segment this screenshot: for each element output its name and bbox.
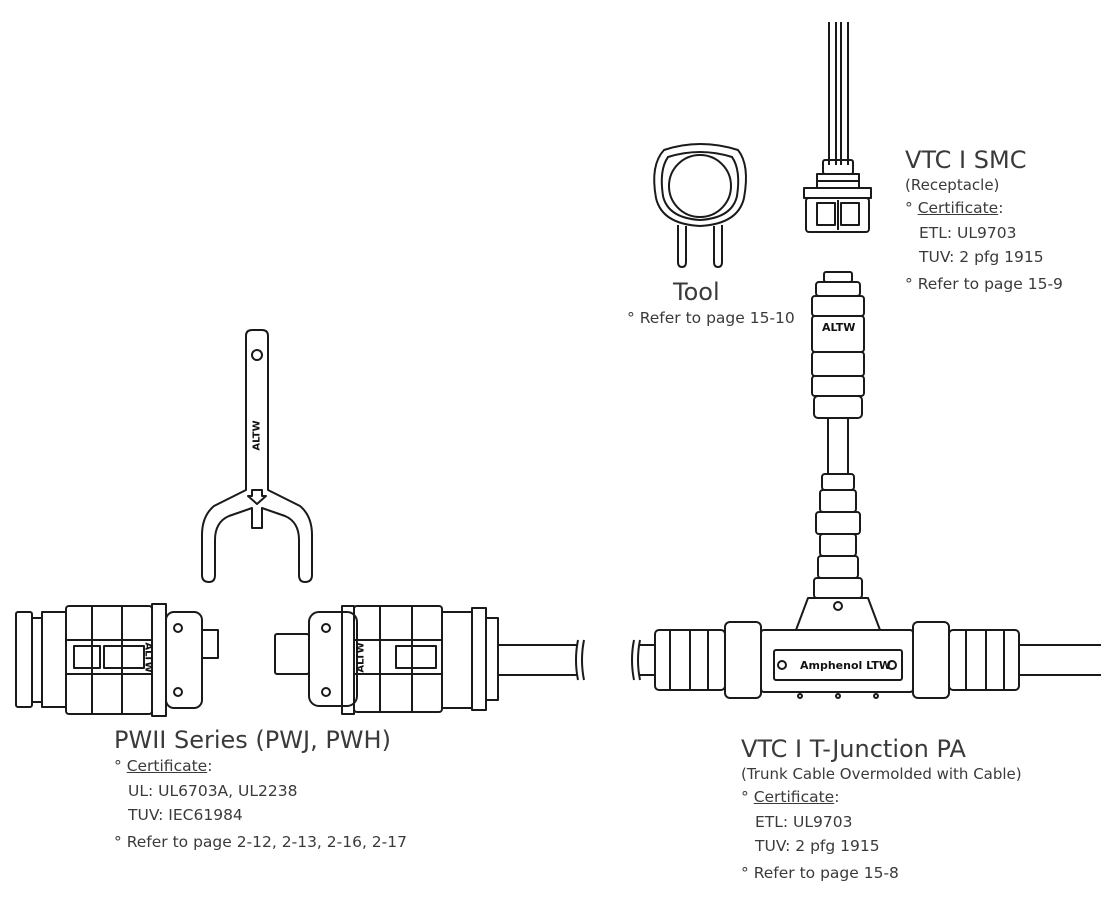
tjunction-cert-tuv: TUV: 2 pfg 1915 <box>755 837 880 855</box>
tjunction-certificate-label: Certificate <box>753 788 835 806</box>
smc-cert-etl: ETL: UL9703 <box>919 223 1017 242</box>
tjunction-certificate-line: ° Certificate: <box>741 788 840 806</box>
pwii-ref: Refer to page 2-12, 2-13, 2-16, 2-17 <box>126 832 407 851</box>
pwii-cert-tuv: TUV: IEC61984 <box>128 806 243 824</box>
smc-ref-line: ° Refer to page 15-9 <box>905 272 1063 297</box>
t-junction-drawing <box>631 271 1101 699</box>
tjunction-ref: Refer to page 15-8 <box>753 863 899 882</box>
bullet: ° <box>905 274 913 293</box>
smc-title: VTC I SMC <box>905 146 1027 174</box>
tjunction-subtitle: (Trunk Cable Overmolded with Cable) <box>741 765 1022 783</box>
amphenol-marking: Amphenol LTW <box>800 659 891 672</box>
smc-certificate-label: Certificate <box>917 199 999 217</box>
pwii-ref-line: ° Refer to page 2-12, 2-13, 2-16, 2-17 <box>114 830 407 855</box>
bullet: ° <box>741 788 749 806</box>
tool-ref-line: ° Refer to page 15-10 <box>627 306 795 331</box>
bullet: ° <box>627 309 635 327</box>
tjunction-cert-etl: ETL: UL9703 <box>755 812 853 831</box>
smc-receptacle-drawing <box>803 22 872 233</box>
spanner-altw-marking: ALTW <box>251 420 263 451</box>
smc-ref: Refer to page 15-9 <box>917 274 1063 293</box>
pwii-right-altw-marking: ALTW <box>355 642 367 673</box>
bullet: ° <box>114 757 122 775</box>
pwii-right-connector-drawing <box>274 605 585 715</box>
bullet: ° <box>741 863 749 882</box>
tool-drawing <box>653 143 747 268</box>
bullet: ° <box>114 832 122 851</box>
pwii-left-connector-drawing <box>15 603 219 717</box>
tjunction-ref-line: ° Refer to page 15-8 <box>741 861 1022 886</box>
tjunction-label-block: VTC I T-Junction PA (Trunk Cable Overmol… <box>741 735 1022 885</box>
tool-title: Tool <box>673 278 720 306</box>
pwii-certificate-line: ° Certificate: <box>114 757 213 775</box>
bullet: ° <box>905 199 913 217</box>
pwii-left-altw-marking: ALTW <box>142 642 154 673</box>
tool-label-block: Tool ° Refer to page 15-10 <box>627 278 795 331</box>
tjunction-title: VTC I T-Junction PA <box>741 735 966 763</box>
spanner-drawing <box>201 329 313 583</box>
pwii-cert-ul: UL: UL6703A, UL2238 <box>128 781 298 800</box>
smc-label-block: VTC I SMC (Receptacle) ° Certificate: ET… <box>905 146 1063 296</box>
smc-subtitle: (Receptacle) <box>905 176 1000 194</box>
tool-ref: Refer to page 15-10 <box>639 309 795 327</box>
pwii-label-block: PWII Series (PWJ, PWH) ° Certificate: UL… <box>114 726 407 854</box>
pwii-title: PWII Series (PWJ, PWH) <box>114 726 391 754</box>
smc-certificate-line: ° Certificate: <box>905 199 1004 217</box>
smc-cert-tuv: TUV: 2 pfg 1915 <box>919 248 1044 266</box>
branch-altw-marking: ALTW <box>822 321 856 334</box>
pwii-certificate-label: Certificate <box>126 757 208 775</box>
